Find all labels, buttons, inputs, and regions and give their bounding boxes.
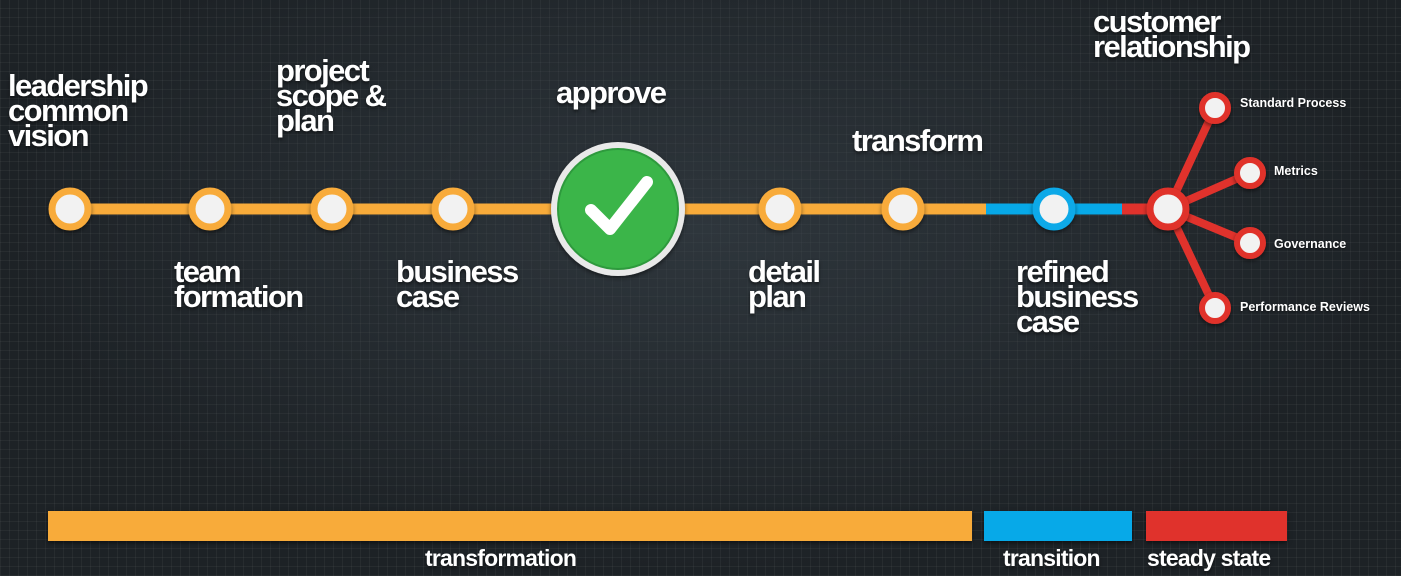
label-leadership-common-vision: leadership common vision xyxy=(8,68,149,153)
label-refined-business-case: refined business case xyxy=(1016,254,1139,339)
node-project-scope xyxy=(310,187,354,231)
label-metrics: Metrics xyxy=(1274,164,1318,178)
label-business-case: business case xyxy=(396,254,519,314)
node-performance-reviews xyxy=(1199,292,1231,324)
label-customer-relationship: customer relationship xyxy=(1093,4,1251,64)
node-metrics xyxy=(1234,157,1266,189)
node-standard-process xyxy=(1199,92,1231,124)
label-approve: approve xyxy=(556,75,667,110)
label-phase-transformation: transformation xyxy=(425,545,577,571)
check-icon xyxy=(585,176,653,235)
node-team-formation xyxy=(188,187,232,231)
label-phase-transition: transition xyxy=(1003,545,1101,571)
approve-node xyxy=(551,142,685,276)
label-governance: Governance xyxy=(1274,237,1347,251)
band-steady-state xyxy=(1146,511,1287,541)
label-detail-plan: detail plan xyxy=(748,254,821,314)
node-business-case xyxy=(431,187,475,231)
label-standard-process: Standard Process xyxy=(1240,96,1347,110)
label-team-formation: team formation xyxy=(174,254,304,314)
band-transition xyxy=(984,511,1132,541)
node-customer-relationship xyxy=(1146,187,1190,231)
node-leadership xyxy=(48,187,92,231)
band-transformation xyxy=(48,511,972,541)
label-transform: transform xyxy=(852,123,984,158)
node-transform xyxy=(881,187,925,231)
label-project-scope-plan: project scope & plan xyxy=(276,53,387,138)
label-phase-steady-state: steady state xyxy=(1147,545,1271,571)
node-governance xyxy=(1234,227,1266,259)
label-performance-reviews: Performance Reviews xyxy=(1240,300,1370,314)
node-detail-plan xyxy=(758,187,802,231)
node-refined-business-case xyxy=(1032,187,1076,231)
